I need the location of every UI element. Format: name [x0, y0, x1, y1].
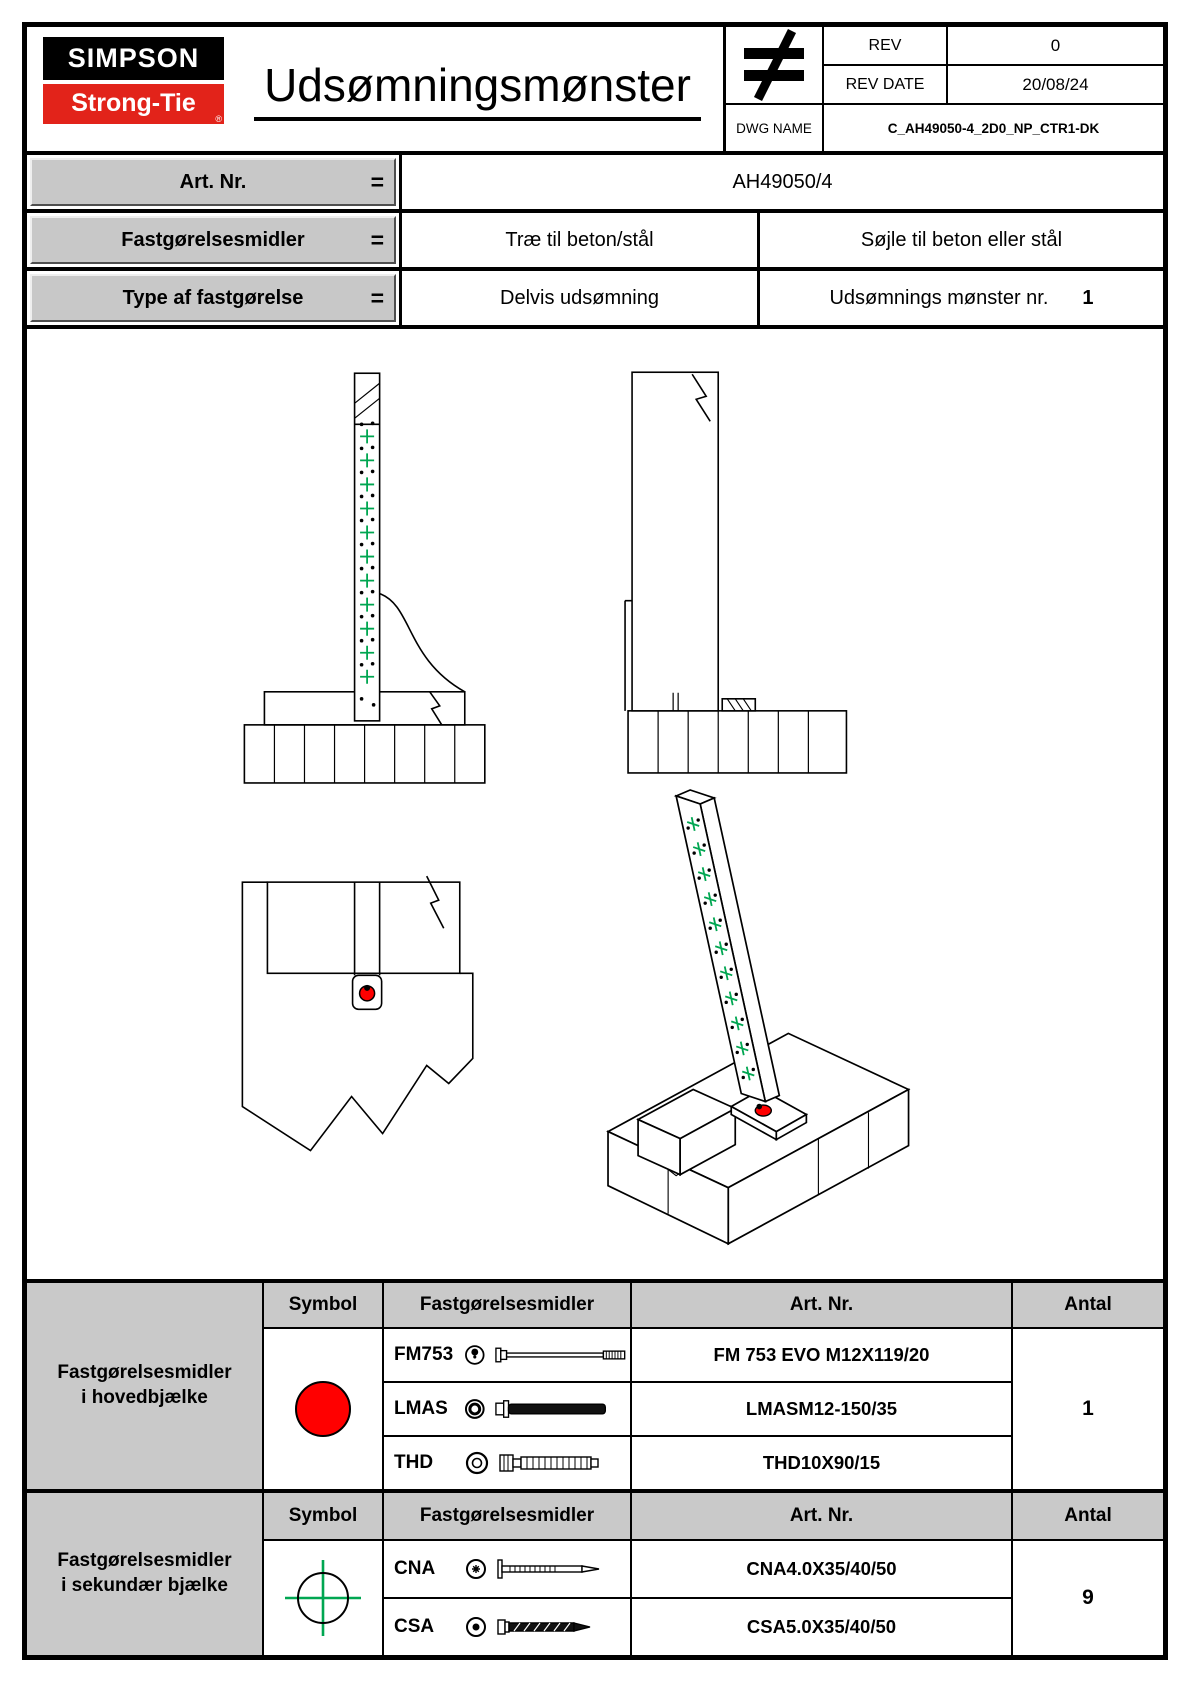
fastener-value-left: Træ til beton/stål	[402, 213, 760, 267]
simpson-logo: SIMPSON	[43, 37, 224, 80]
pattern-number-value: 1	[1082, 286, 1094, 309]
fastener-row-cna: CNA	[384, 1541, 630, 1597]
rev-value: 0	[948, 27, 1163, 64]
art-nr-cna: CNA4.0X35/40/50	[632, 1541, 1011, 1597]
info-row-art-nr: Art. Nr. = AH49050/4	[27, 155, 1163, 213]
fm753-head-icon	[464, 1345, 485, 1365]
fm753-bolt-icon	[495, 1347, 626, 1363]
fastener-label: Fastgørelsesmidler	[121, 228, 305, 251]
thd-screw-icon	[499, 1454, 599, 1472]
not-equal-icon	[726, 27, 822, 103]
col-header-symbol: Symbol	[264, 1283, 382, 1327]
col-header-qty: Antal	[1013, 1493, 1163, 1539]
art-nr-label-block: Art. Nr. =	[30, 158, 396, 206]
cna-head-icon	[466, 1559, 486, 1579]
fastener-row-thd: THD	[384, 1437, 630, 1489]
art-nr-value: AH49050/4	[732, 170, 833, 193]
group-label-secondary-beam: Fastgørelsesmidler i sekundær bjælke	[27, 1493, 262, 1655]
col-header-art-nr: Art. Nr.	[632, 1493, 1011, 1539]
strongtie-logo: Strong-Tie ®	[43, 84, 224, 124]
secondary-beam-fastener-table: Fastgørelsesmidler i sekundær bjælke Sym…	[27, 1493, 1163, 1655]
dwg-name-label: DWG NAME	[726, 105, 822, 151]
csa-head-icon	[466, 1617, 486, 1637]
lmas-bolt-icon	[495, 1400, 607, 1418]
plan-view-drawing	[241, 875, 474, 1152]
col-header-qty: Antal	[1013, 1283, 1163, 1327]
revision-block: REV 0 REV DATE 20/08/24 DWG NAME C_AH490…	[723, 27, 1163, 151]
art-nr-label: Art. Nr.	[179, 170, 247, 193]
col-header-symbol: Symbol	[264, 1493, 382, 1539]
strongtie-logo-text: Strong-Tie	[71, 89, 196, 117]
assembly-drawings	[241, 371, 911, 1246]
info-row-fasteners: Fastgørelsesmidler = Træ til beton/stål …	[27, 213, 1163, 271]
col-header-fastener: Fastgørelsesmidler	[384, 1493, 630, 1539]
art-nr-fm753: FM 753 EVO M12X119/20	[632, 1329, 1011, 1381]
rev-date-value: 20/08/24	[948, 66, 1163, 103]
fastener-row-lmas: LMAS	[384, 1383, 630, 1435]
fastener-name: THD	[394, 1452, 434, 1473]
drawing-sheet: SIMPSON Strong-Tie ® Udsømningsmønster R…	[22, 22, 1168, 1660]
fastener-name: CNA	[394, 1558, 436, 1579]
fastener-row-csa: CSA	[384, 1599, 630, 1655]
fastener-row-fm753: FM753	[384, 1329, 630, 1381]
equals-sign: =	[370, 226, 384, 253]
equals-sign: =	[370, 284, 384, 311]
simpson-strongtie-logo: SIMPSON Strong-Tie ®	[27, 27, 232, 151]
pattern-number-cell: Udsømnings mønster nr. 1	[760, 271, 1163, 325]
col-header-art-nr: Art. Nr.	[632, 1283, 1011, 1327]
info-row-type: Type af fastgørelse = Delvis udsømning U…	[27, 271, 1163, 329]
group-label-main-beam: Fastgørelsesmidler i hovedbjælke	[27, 1283, 262, 1489]
dwg-name-value: C_AH49050-4_2D0_NP_CTR1-DK	[824, 105, 1163, 151]
front-view-drawing	[243, 372, 486, 784]
art-nr-lmas: LMASM12-150/35	[632, 1383, 1011, 1435]
main-beam-fastener-table: Fastgørelsesmidler i hovedbjælke Symbol …	[27, 1283, 1163, 1493]
qty-secondary-beam: 9	[1013, 1541, 1163, 1655]
col-header-fastener: Fastgørelsesmidler	[384, 1283, 630, 1327]
thd-head-icon	[465, 1451, 489, 1475]
fastener-name: FM753	[394, 1344, 454, 1365]
title-block-header: SIMPSON Strong-Tie ® Udsømningsmønster R…	[27, 27, 1163, 155]
type-label: Type af fastgørelse	[122, 286, 304, 309]
art-nr-thd: THD10X90/15	[632, 1437, 1011, 1489]
rev-label: REV	[824, 27, 946, 64]
page-title: Udsømningsmønster	[254, 58, 701, 121]
fastener-value-right: Søjle til beton eller stål	[860, 228, 1063, 251]
assembly-drawing-area	[27, 329, 1163, 1283]
secondary-beam-symbol-icon	[264, 1541, 382, 1655]
fastener-label-block: Fastgørelsesmidler =	[30, 216, 396, 264]
type-label-block: Type af fastgørelse =	[30, 274, 396, 322]
lmas-washer-icon	[464, 1399, 485, 1419]
fastener-name: LMAS	[394, 1398, 448, 1419]
pattern-number-label: Udsømnings mønster nr.	[829, 286, 1049, 309]
registered-trademark-icon: ®	[215, 114, 222, 124]
type-value-left: Delvis udsømning	[402, 271, 760, 325]
art-nr-csa: CSA5.0X35/40/50	[632, 1599, 1011, 1655]
rev-date-label: REV DATE	[824, 66, 946, 103]
equals-sign: =	[370, 168, 384, 195]
fastener-name: CSA	[394, 1616, 435, 1637]
isometric-view-drawing	[606, 789, 911, 1246]
qty-main-beam: 1	[1013, 1329, 1163, 1489]
csa-screw-icon	[497, 1619, 591, 1635]
cna-nail-icon	[497, 1559, 600, 1579]
main-beam-symbol-icon	[264, 1329, 382, 1489]
side-view-drawing	[624, 371, 848, 774]
